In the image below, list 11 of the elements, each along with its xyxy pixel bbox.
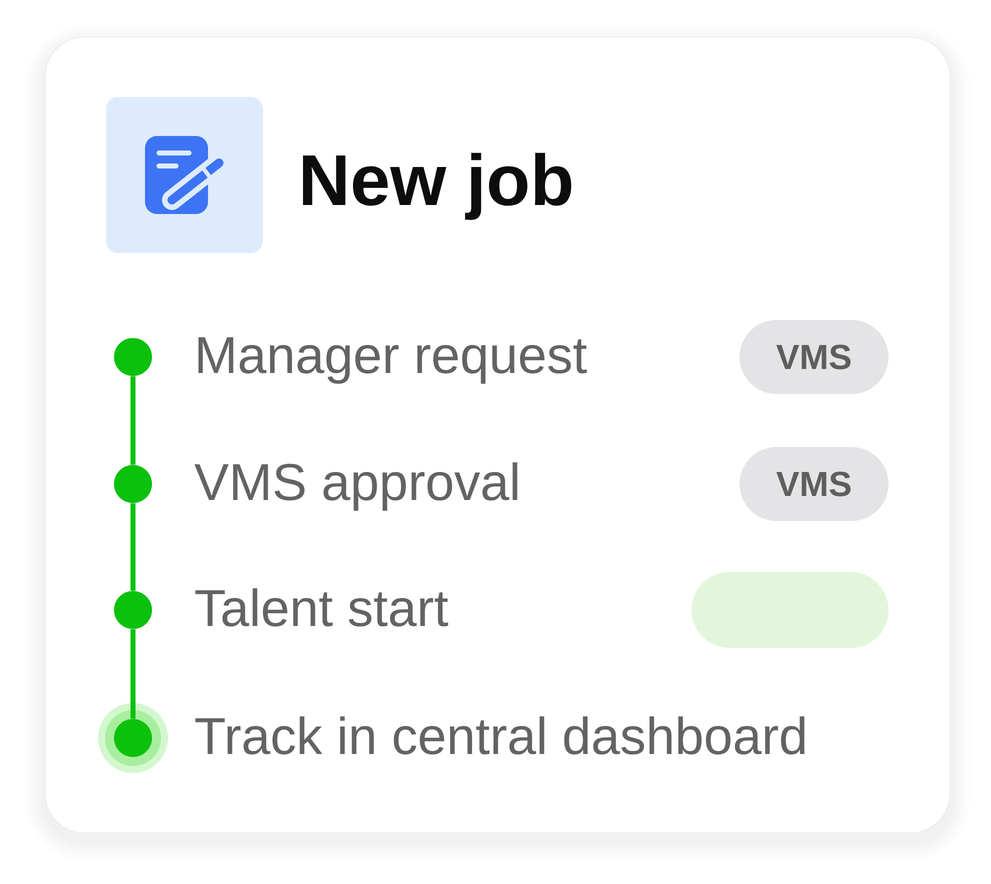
heading: New job xyxy=(303,152,572,220)
badge: VMS xyxy=(740,447,888,521)
step-label: Manager request xyxy=(198,337,587,384)
badge: VMS xyxy=(740,320,888,394)
step-label: VMS approval xyxy=(194,462,518,511)
badge xyxy=(692,572,888,648)
timeline-line xyxy=(130,503,136,591)
timeline-line xyxy=(130,376,136,465)
step-label: Talent start xyxy=(195,588,448,626)
step-label: Track in central dashboard xyxy=(195,716,804,755)
timeline-line xyxy=(130,629,136,719)
